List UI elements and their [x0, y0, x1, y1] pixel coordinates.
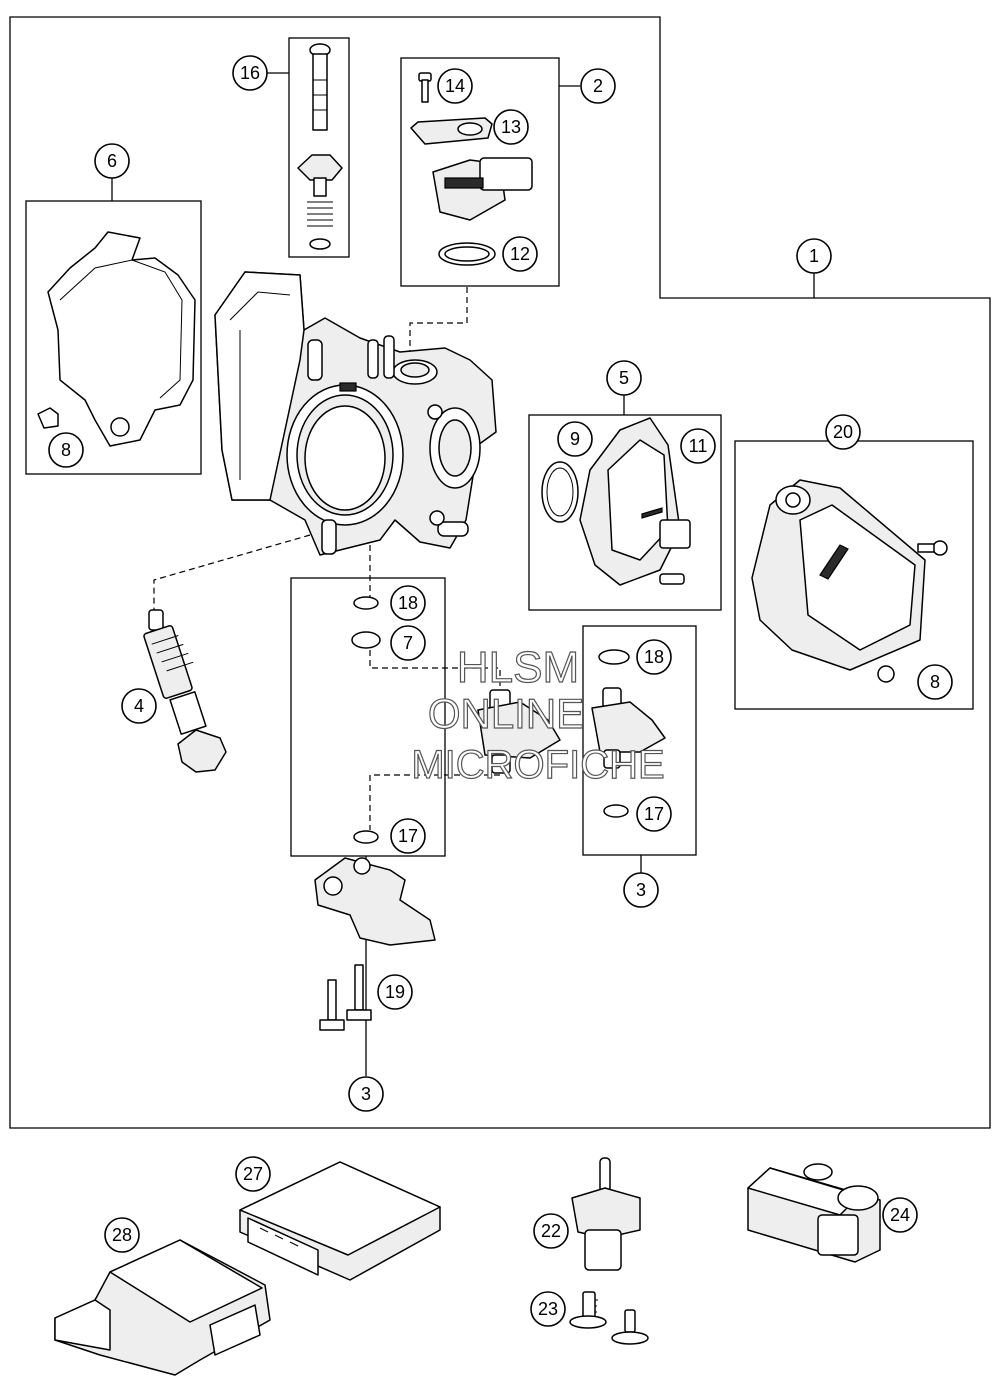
callout-6: 6	[94, 143, 130, 179]
callout-4: 3	[623, 872, 659, 908]
svg-text:13: 13	[501, 117, 521, 137]
callout-7: 4	[121, 688, 157, 724]
callout-5: 5	[606, 360, 642, 396]
ecu-illustration-28	[54, 1239, 271, 1376]
svg-text:12: 12	[510, 244, 530, 264]
throttle-position-sensor-illustration	[410, 72, 533, 266]
svg-text:18: 18	[644, 647, 664, 667]
callout-15: 13	[493, 109, 529, 145]
svg-text:17: 17	[644, 804, 664, 824]
frame-8	[288, 37, 350, 258]
sensor-cover-illustration	[751, 479, 948, 683]
callout-9: 7	[390, 625, 426, 661]
svg-text:22: 22	[541, 1221, 561, 1241]
callout-16: 14	[437, 68, 473, 104]
svg-text:8: 8	[930, 672, 940, 692]
watermark: HLSM ONLINE MICROFICHE	[411, 642, 666, 787]
svg-text:16: 16	[240, 63, 260, 83]
svg-text:17: 17	[398, 826, 418, 846]
watermark-line2: ONLINE	[428, 690, 584, 737]
callout-18-right: 18	[636, 639, 672, 675]
dash-injector-a	[369, 650, 501, 690]
callout-14: 12	[502, 236, 538, 272]
callout-23: 23	[530, 1291, 566, 1327]
watermark-line3: MICROFICHE	[411, 743, 664, 787]
ecu-illustration-27	[239, 1161, 441, 1281]
frame-6	[25, 200, 202, 475]
svg-text:6: 6	[107, 151, 117, 171]
watermark-line1: HLSM	[457, 643, 579, 692]
svg-text:11: 11	[689, 436, 708, 456]
svg-text:28: 28	[112, 1225, 132, 1245]
callout-18-left: 18	[390, 585, 426, 621]
sensor-illustration-22	[569, 1157, 649, 1345]
injector-illustration-4	[591, 649, 666, 818]
svg-text:23: 23	[538, 1299, 558, 1319]
assembly-frame-1	[9, 16, 991, 1129]
callout-8: 16	[232, 55, 268, 91]
svg-text:7: 7	[403, 633, 413, 653]
callout-20: 20	[825, 414, 861, 450]
svg-text:18: 18	[398, 593, 418, 613]
callout-13: 11	[680, 428, 716, 464]
sensor-illustration-5	[541, 417, 711, 586]
dash-sensor-to-body	[409, 287, 468, 352]
callout-28: 28	[104, 1217, 140, 1253]
callout-17-left: 17	[390, 818, 426, 854]
connector-illustration-24	[747, 1163, 881, 1263]
svg-text:24: 24	[890, 1205, 910, 1225]
cover-illustration	[37, 231, 196, 447]
callout-27: 27	[235, 1156, 271, 1192]
svg-text:3: 3	[361, 1084, 371, 1104]
svg-text:8: 8	[61, 440, 71, 460]
svg-text:20: 20	[833, 422, 853, 442]
frame-4	[582, 625, 697, 856]
dash-spark-plug	[153, 534, 311, 610]
throttle-body-illustration	[214, 271, 497, 556]
callout-3: 3	[348, 1076, 384, 1112]
frame-5	[528, 414, 722, 611]
sensor-illustration-7	[143, 609, 227, 773]
callout-24: 24	[882, 1197, 918, 1233]
frame-2	[400, 57, 560, 287]
svg-text:4: 4	[134, 696, 144, 716]
callout-19: 19	[377, 974, 413, 1010]
throttle-stop-screw-illustration	[297, 43, 343, 250]
callout-1: 1	[796, 238, 832, 274]
callout-11-right: 8	[917, 664, 953, 700]
svg-text:2: 2	[593, 76, 603, 96]
callout-17-right: 17	[636, 796, 672, 832]
svg-text:19: 19	[385, 982, 405, 1002]
injector-illustration-3	[314, 596, 561, 1031]
svg-text:3: 3	[636, 880, 646, 900]
svg-text:1: 1	[809, 246, 819, 266]
callout-12: 9	[557, 421, 593, 457]
svg-text:5: 5	[619, 368, 629, 388]
callout-22: 22	[533, 1213, 569, 1249]
svg-text:9: 9	[570, 429, 580, 449]
svg-text:14: 14	[445, 76, 465, 96]
callout-11-cover: 8	[48, 432, 84, 468]
frame-3	[290, 577, 446, 857]
callout-2: 2	[580, 68, 616, 104]
svg-text:27: 27	[243, 1164, 263, 1184]
